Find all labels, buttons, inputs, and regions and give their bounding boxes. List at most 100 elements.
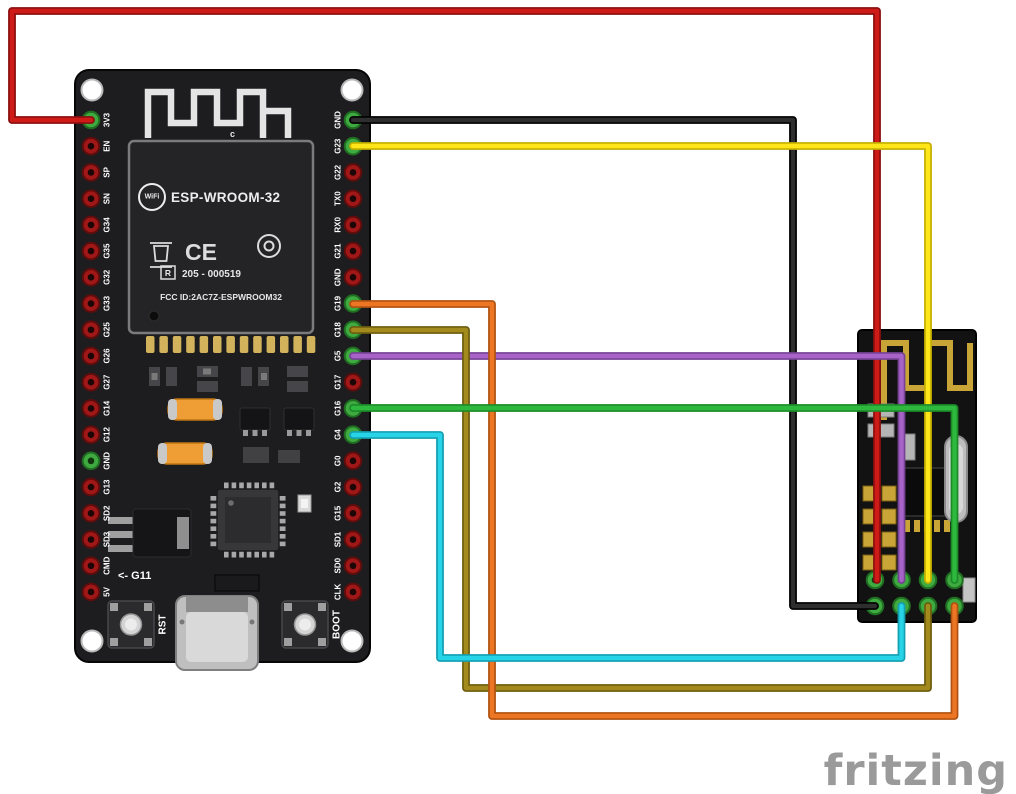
esp32-pin-label-right-g16: G16 (334, 400, 343, 416)
smd-component (867, 423, 895, 438)
wire-g5-to-csn[interactable] (349, 352, 906, 584)
smd-component (962, 577, 976, 603)
boot-button[interactable] (281, 600, 329, 649)
esp32-pin-label-right-sd0: SD0 (334, 557, 343, 573)
wires-layer (8, 7, 959, 720)
esp32-pin-left-g14[interactable] (81, 399, 101, 418)
rf-shield (127, 139, 315, 335)
esp32-pin-right-g15[interactable] (343, 504, 363, 523)
mounting-hole (80, 629, 104, 653)
esp32-pin-label-right-g22: G22 (334, 164, 343, 180)
fcc-line: FCC ID:2AC7Z-ESPWROOM32 (160, 292, 282, 302)
wire-g19-to-miso[interactable] (349, 300, 959, 720)
esp32-pin-right-tx0[interactable] (343, 189, 363, 208)
module-name: ESP-WROOM-32 (171, 190, 280, 205)
nrf24-module[interactable] (857, 329, 977, 623)
wire-3v3-to-vcc[interactable] (8, 7, 881, 584)
esp32-pin-label-right-g15: G15 (334, 505, 343, 521)
esp32-pin-right-sd0[interactable] (343, 556, 363, 576)
qfn-pin (278, 534, 286, 539)
esp32-pin-left-sn[interactable] (81, 189, 101, 208)
esp32-pin-right-g21[interactable] (343, 241, 363, 261)
esp32-pin-left-g34[interactable] (81, 215, 101, 235)
esp32-pin-left-g13[interactable] (81, 477, 101, 497)
wire-g4-to-ce[interactable] (349, 431, 906, 662)
esp32-pin-left-g25[interactable] (81, 320, 101, 340)
solder-pad (934, 520, 940, 532)
esp32-pin-left-gnd[interactable] (81, 451, 101, 471)
esp32-pin-right-sd1[interactable] (343, 530, 363, 549)
esp32-pin-right-g2[interactable] (343, 477, 363, 497)
esp32-pin-left-en[interactable] (81, 136, 101, 156)
qfn-pin (239, 482, 244, 490)
esp32-pin-label-left-g14: G14 (103, 400, 112, 416)
qfn-pin (210, 526, 218, 531)
wifi-logo-text: WiFi (145, 194, 160, 201)
esp32-pin-left-sd3[interactable] (81, 530, 101, 549)
wire-gnd-to-gnd[interactable] (349, 116, 879, 610)
qfn-pin (278, 518, 286, 524)
qfn-pin (254, 482, 259, 490)
qfn-pin (278, 541, 286, 547)
r-box-letter: R (165, 268, 171, 278)
esp32-pin-label-right-rx0: RX0 (334, 217, 343, 233)
esp32-pin-left-g26[interactable] (81, 346, 101, 366)
qfn-pin (246, 550, 252, 558)
esp32-pin-left-sd2[interactable] (81, 504, 101, 523)
wifi-antenna-trace (144, 88, 292, 138)
castellation-pad (186, 336, 195, 353)
esp32-pin-right-g22[interactable] (343, 163, 363, 182)
esp32-pin-left-g35[interactable] (81, 241, 101, 261)
qfn-pin (210, 503, 218, 509)
fritzing-watermark: fritzing (824, 746, 1008, 794)
esp32-pin-label-left-g33: G33 (103, 295, 112, 311)
esp32-pin-label-right-gnd: GND (334, 111, 343, 129)
esp32-board[interactable]: c WiFi ESP-WROOM-32 CE R 205 - 000519 FC… (74, 69, 371, 671)
g11-label: <- G11 (118, 570, 151, 582)
esp32-pin-left-5v[interactable] (81, 582, 101, 602)
qfn-pin (224, 550, 229, 558)
wire-g23-to-mosi[interactable] (349, 142, 932, 584)
esp32-pin-left-g32[interactable] (81, 268, 101, 287)
esp32-pin-label-right-g5: G5 (334, 350, 343, 361)
solder-pad (881, 554, 897, 571)
esp32-pin-left-g27[interactable] (81, 372, 101, 392)
silk-c-mark: c (230, 129, 235, 139)
rst-button[interactable] (107, 600, 155, 649)
solder-pad (881, 485, 897, 502)
esp32-pin-left-sp[interactable] (81, 163, 101, 182)
esp32-pin-left-cmd[interactable] (81, 556, 101, 576)
transistor-1 (239, 407, 271, 436)
qfn-pin (278, 526, 286, 531)
castellation-pad (226, 336, 235, 353)
main-chip (210, 482, 286, 558)
solder-pad (881, 508, 897, 525)
esp32-pin-left-g12[interactable] (81, 425, 101, 444)
esp32-pin-label-right-clk: CLK (334, 584, 343, 601)
esp32-left-pins: 3V3ENSPSNG34G35G32G33G25G26G27G14G12GNDG… (81, 110, 112, 602)
wifi-logo-icon (138, 183, 166, 211)
wire-g18-to-sck[interactable] (349, 326, 932, 692)
wire-g16-to-irq[interactable] (349, 404, 959, 584)
esp32-qfn-pins (210, 482, 286, 558)
esp32-pin-label-right-tx0: TX0 (334, 191, 343, 206)
qfn-pin (269, 550, 275, 558)
smd-component (214, 574, 260, 592)
mounting-hole (80, 78, 104, 102)
cert-swirl-icon (257, 234, 281, 258)
esp32-pin-label-left-sp: SP (103, 166, 112, 177)
esp32-pin-right-clk[interactable] (343, 582, 363, 602)
esp32-pin-label-right-g21: G21 (334, 243, 343, 259)
voltage-regulator (108, 508, 192, 558)
capacitor-orange-2 (157, 442, 213, 465)
esp32-pin-left-g33[interactable] (81, 294, 101, 313)
esp32-pin-right-g17[interactable] (343, 372, 363, 392)
esp32-pin-label-left-3v3: 3V3 (103, 112, 112, 127)
castellation-pad (239, 336, 249, 353)
esp32-pin-right-rx0[interactable] (343, 215, 363, 235)
esp32-pin-label-left-sd2: SD2 (103, 505, 112, 521)
esp32-pin-right-g0[interactable] (343, 451, 363, 471)
esp32-pin-right-gnd[interactable] (343, 268, 363, 287)
qfn-pin (210, 541, 218, 547)
qfn-pin (262, 482, 267, 490)
